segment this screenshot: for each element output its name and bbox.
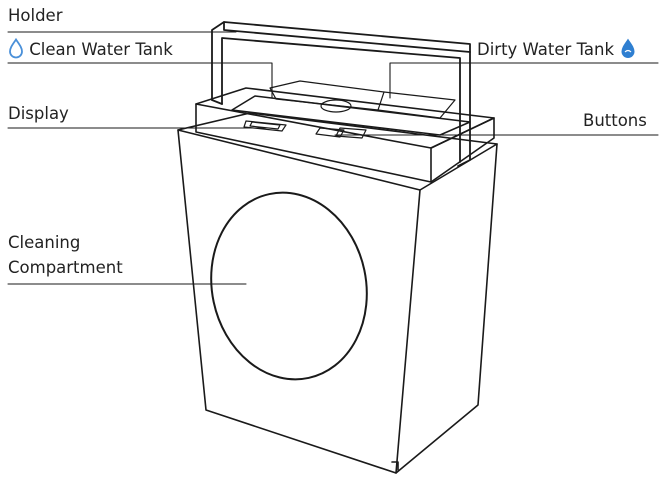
label-cleaning-compartment: Cleaning Compartment (8, 230, 123, 280)
handle-inner (221, 37, 461, 163)
clean-water-tank-label-text: Clean Water Tank (29, 40, 173, 59)
cleaning-compartment-label-line2: Compartment (8, 258, 123, 277)
button-left (315, 127, 345, 138)
tray-inner-rim (231, 95, 471, 136)
dirty-water-tank-label-text: Dirty Water Tank (477, 40, 615, 59)
holder-handle (211, 21, 471, 167)
control-panel (243, 120, 367, 139)
display-panel-inner (249, 121, 281, 130)
top-tray (195, 87, 495, 183)
holder-label-text: Holder (8, 6, 63, 25)
label-dirty-water-tank: Dirty Water Tank (477, 38, 637, 64)
label-buttons: Buttons (583, 111, 647, 131)
label-display: Display (8, 104, 69, 124)
dirty-tank-leader (389, 62, 659, 99)
handle-outer (211, 21, 471, 167)
dirty-water-tank-outline (377, 91, 456, 119)
tank-cap (320, 99, 352, 113)
label-holder: Holder (8, 6, 63, 26)
clean-tank-leader (7, 62, 273, 99)
tray-side-face (430, 117, 495, 183)
cleaning-compartment-label-line1: Cleaning (8, 233, 81, 252)
handle-front-leg (211, 99, 223, 105)
water-tanks (269, 80, 456, 119)
handle-bar-top (223, 21, 471, 53)
button-right (335, 127, 367, 139)
body-side-face (395, 143, 498, 474)
body-top-edge (177, 112, 498, 145)
water-drop-filled-icon (619, 38, 637, 64)
buttons-label-text: Buttons (583, 111, 647, 130)
body-corner-detail (391, 461, 399, 471)
water-drop-outline-icon (8, 37, 24, 64)
clean-water-tank-outline (269, 80, 385, 111)
display-label-text: Display (8, 104, 69, 123)
label-clean-water-tank: Clean Water Tank (8, 37, 173, 64)
leader-lines (7, 31, 659, 285)
cleaning-compartment-window (210, 191, 368, 381)
station-body (177, 112, 498, 474)
